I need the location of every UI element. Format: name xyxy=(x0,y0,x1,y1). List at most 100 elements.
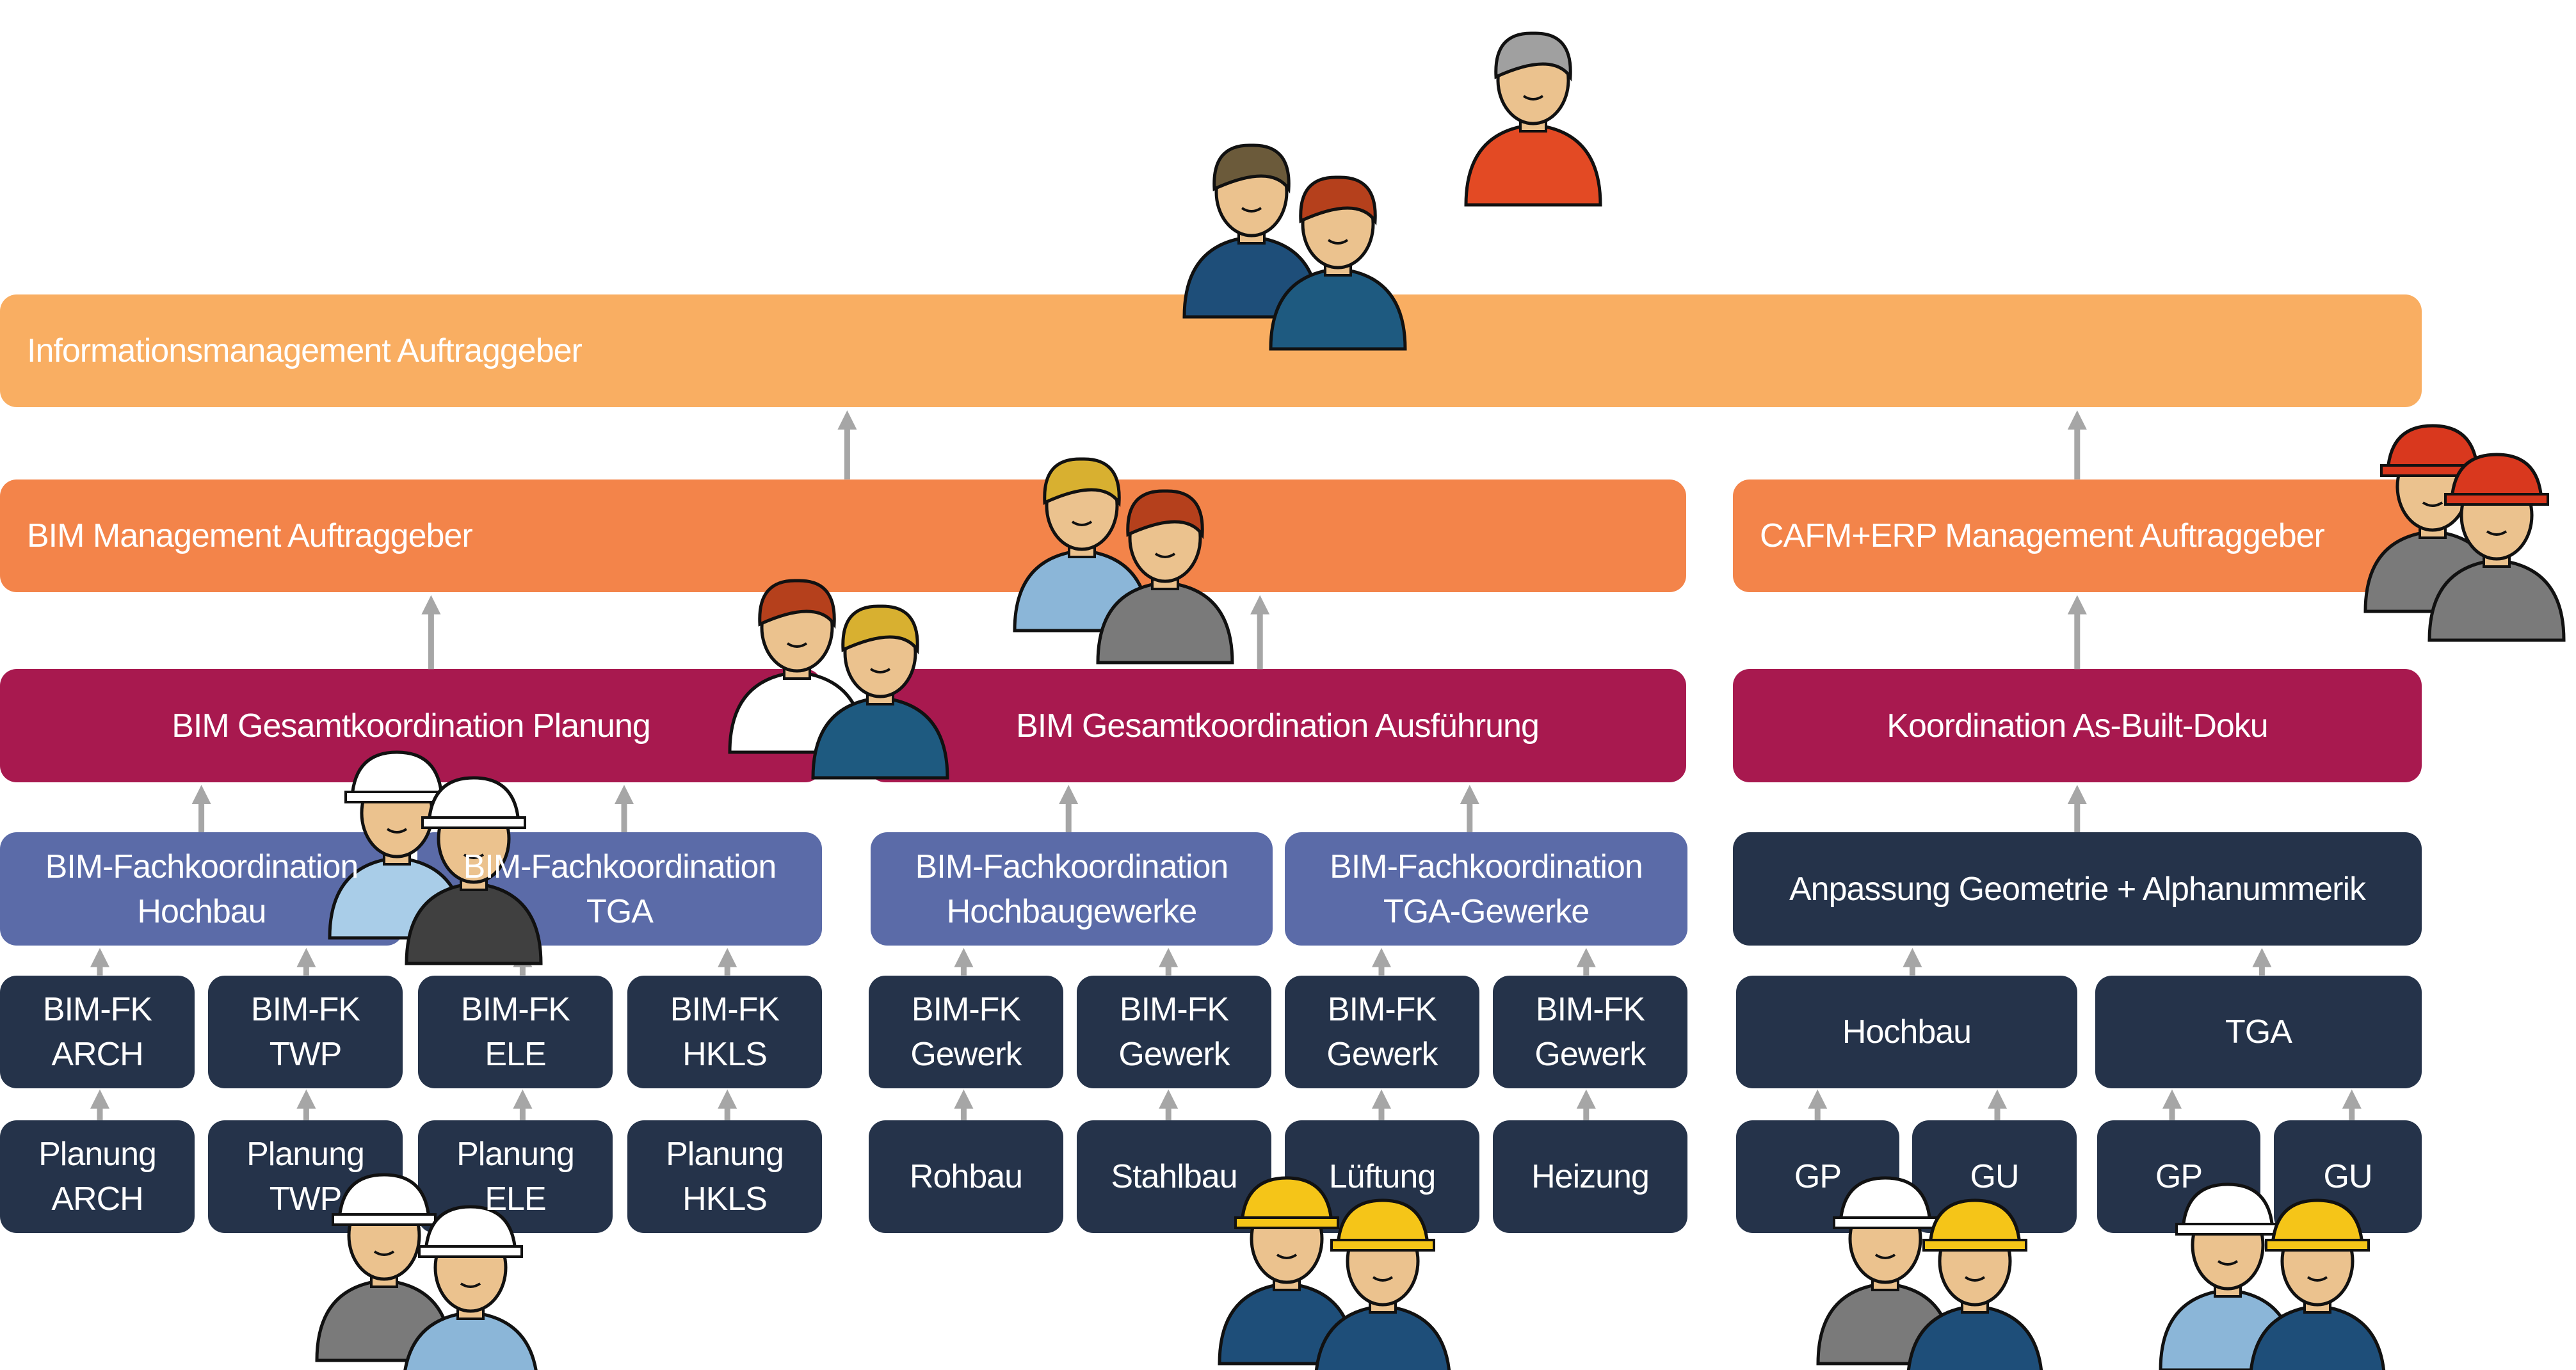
box-label: Planung HKLS xyxy=(666,1136,784,1218)
arrow-up xyxy=(1159,947,1179,976)
box-label: Stahlbau xyxy=(1111,1158,1237,1195)
box-fk: BIM-FK TWP xyxy=(208,976,403,1088)
box-fk-tga-gewerke: BIM-Fachkoordination TGA-Gewerke xyxy=(1285,832,1687,946)
box-label: BIM-FK TWP xyxy=(250,991,360,1073)
arrow-up xyxy=(90,1089,109,1120)
arrow-up xyxy=(2162,1089,2182,1120)
box-fk: BIM-FK ELE xyxy=(418,976,613,1088)
box-label: BIM-Fachkoordination TGA-Gewerke xyxy=(1330,848,1643,930)
box-planung: Stahlbau xyxy=(1077,1120,1271,1233)
arrow-up xyxy=(1903,947,1922,976)
box-label: BIM-FK Gewerk xyxy=(1326,991,1438,1073)
box-fk: BIM-FK Gewerk xyxy=(1285,976,1479,1088)
box-planung: Heizung xyxy=(1493,1120,1687,1233)
box-fk: TGA xyxy=(2095,976,2422,1088)
box-label: BIM-FK ELE xyxy=(460,991,570,1073)
person-icon xyxy=(1218,1176,1356,1366)
box-label: GP xyxy=(1794,1158,1842,1195)
box-as-built-doku: Koordination As-Built-Doku xyxy=(1733,669,2422,782)
person-icon xyxy=(2427,453,2566,642)
box-label: Planung ARCH xyxy=(38,1136,157,1218)
arrow-up xyxy=(90,947,109,976)
arrow-up xyxy=(718,947,737,976)
person-icon xyxy=(1906,1198,2043,1370)
arrow-up xyxy=(2067,595,2087,670)
box-label: Lüftung xyxy=(1328,1158,1436,1195)
box-fk: BIM-FK ARCH xyxy=(0,976,195,1088)
arrow-up xyxy=(2252,947,2272,976)
box-label: Heizung xyxy=(1531,1158,1650,1195)
box-label: BIM-FK ARCH xyxy=(42,991,152,1073)
arrow-up xyxy=(615,785,634,832)
box-label: BIM Gesamtkoordination Planung xyxy=(172,707,651,745)
box-label: GP xyxy=(2155,1158,2203,1195)
person-icon xyxy=(1269,175,1407,351)
box-fk-hochbau: BIM-Fachkoordination Hochbau xyxy=(0,832,403,946)
person-icon xyxy=(1314,1198,1451,1370)
box-label: BIM-FK HKLS xyxy=(670,991,780,1073)
box-label: Informationsmanagement Auftraggeber xyxy=(27,332,583,369)
arrow-up xyxy=(1460,785,1479,832)
box-label: Planung ELE xyxy=(456,1136,575,1218)
arrow-up xyxy=(1159,1089,1179,1120)
arrow-up xyxy=(513,1089,533,1120)
arrow-up xyxy=(718,1089,737,1120)
arrow-up xyxy=(421,595,441,670)
box-label: GU xyxy=(1970,1158,2020,1195)
box-label: BIM-FK Gewerk xyxy=(1118,991,1230,1073)
box-fk: BIM-FK Gewerk xyxy=(1493,976,1687,1088)
person-icon xyxy=(811,604,949,780)
box-label: BIM-FK Gewerk xyxy=(1534,991,1646,1073)
arrow-up xyxy=(954,1089,974,1120)
box-label: BIM-Fachkoordination Hochbaugewerke xyxy=(915,848,1229,930)
person-icon xyxy=(2249,1198,2386,1370)
box-planung: Rohbau xyxy=(869,1120,1063,1233)
box-bim-management: BIM Management Auftraggeber xyxy=(0,480,1686,592)
box-fk: BIM-FK Gewerk xyxy=(869,976,1063,1088)
arrow-up xyxy=(2067,410,2087,480)
box-fk: BIM-FK Gewerk xyxy=(1077,976,1271,1088)
box-label: CAFM+ERP Management Auftraggeber xyxy=(1760,517,2325,554)
box-label: BIM Management Auftraggeber xyxy=(27,517,473,554)
person-icon xyxy=(405,776,543,965)
box-label: TGA xyxy=(2225,1013,2292,1051)
arrow-up xyxy=(1988,1089,2007,1120)
arrow-up xyxy=(191,785,211,832)
arrow-up xyxy=(1808,1089,1828,1120)
arrow-up xyxy=(837,410,857,480)
arrow-up xyxy=(1372,947,1391,976)
box-fk-hochbaugewerke: BIM-Fachkoordination Hochbaugewerke xyxy=(871,832,1273,946)
arrow-up xyxy=(1059,785,1079,832)
box-label: BIM Gesamtkoordination Ausführung xyxy=(1016,707,1540,745)
box-fk: BIM-FK HKLS xyxy=(627,976,822,1088)
arrow-up xyxy=(2342,1089,2362,1120)
person-icon xyxy=(403,1205,538,1370)
arrow-up xyxy=(296,947,316,976)
box-label: BIM-Fachkoordination Hochbau xyxy=(45,848,359,930)
box-label: GU xyxy=(2323,1158,2373,1195)
arrow-up xyxy=(1372,1089,1391,1120)
box-fk-tga: BIM-Fachkoordination TGA xyxy=(417,832,822,946)
box-planung: Planung ARCH xyxy=(0,1120,195,1233)
arrow-up xyxy=(954,947,974,976)
box-fk: Hochbau xyxy=(1736,976,2077,1088)
person-icon xyxy=(1096,489,1234,665)
arrow-up xyxy=(1576,1089,1596,1120)
arrow-up xyxy=(2067,785,2087,832)
arrow-up xyxy=(296,1089,316,1120)
box-gesamtkoordination-ausfuehrung: BIM Gesamtkoordination Ausführung xyxy=(869,669,1686,782)
box-anpassung: Anpassung Geometrie + Alphanummerik xyxy=(1733,832,2422,946)
person-icon xyxy=(1816,1176,1954,1366)
box-label: Planung TWP xyxy=(246,1136,365,1218)
box-planung: Planung HKLS xyxy=(627,1120,822,1233)
box-label: Rohbau xyxy=(909,1158,1023,1195)
person-icon xyxy=(1464,31,1602,207)
box-cafm-management: CAFM+ERP Management Auftraggeber xyxy=(1733,480,2422,592)
box-label: Hochbau xyxy=(1842,1013,1972,1051)
box-label: Anpassung Geometrie + Alphanummerik xyxy=(1789,870,2366,908)
box-label: BIM-FK Gewerk xyxy=(910,991,1022,1073)
arrow-up xyxy=(1250,595,1270,670)
arrow-up xyxy=(1576,947,1596,976)
